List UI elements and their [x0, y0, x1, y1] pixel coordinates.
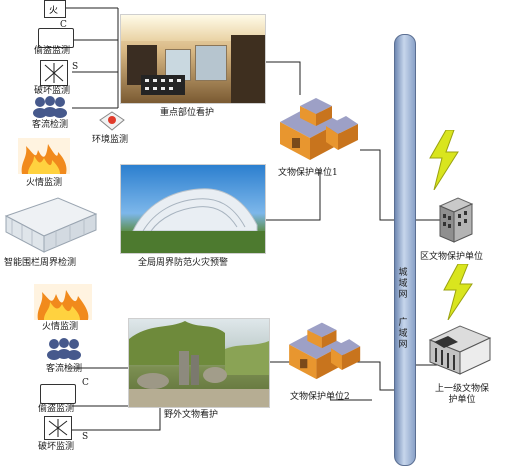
unit-2-label: 文物保护单位2 [290, 392, 350, 402]
crowd-icon [47, 338, 81, 360]
wireless-link-icon [443, 264, 473, 320]
key-area-label: 重点部位看护 [160, 108, 215, 118]
fire-monitor-label-2: 火情监测 [42, 322, 79, 332]
perimeter-label: 全局周界防范火灾预警 [138, 258, 229, 268]
damage-monitor-label-1: 破坏监测 [34, 86, 71, 96]
tag-c-2: C [82, 378, 89, 388]
upper-unit-building-icon [428, 325, 492, 375]
fence-monitor-label: 智能围栏周界检测 [4, 258, 77, 268]
theft-monitor-label-2: 偷盗监测 [38, 404, 75, 414]
key-area-photo [120, 14, 266, 104]
tag-s-1: S [72, 62, 79, 72]
wireless-link-icon [429, 130, 459, 190]
crowd-icon [33, 96, 67, 118]
tag-s-2: S [82, 432, 89, 442]
vibration-sensor-icon [44, 416, 72, 440]
damage-monitor-label-2: 破坏监测 [38, 442, 75, 452]
camera-icon [40, 384, 76, 404]
network-backbone [394, 34, 416, 466]
fire-icon [34, 284, 92, 320]
env-monitor-label: 环境监测 [92, 135, 129, 145]
district-unit-building-icon [438, 197, 474, 243]
camera-icon [38, 28, 74, 48]
metro-net-label: 城域网 [398, 268, 408, 300]
vibration-sensor-icon [40, 60, 68, 86]
outdoor-relic-label: 野外文物看护 [164, 410, 219, 420]
crowd-monitor-label-2: 客流检测 [46, 364, 83, 374]
fire-sensor-icon: 火 [44, 0, 66, 18]
fence-icon [4, 197, 98, 253]
tag-c-1: C [60, 20, 67, 30]
outdoor-relic-photo [128, 318, 270, 408]
heritage-unit-building-icon [280, 98, 358, 160]
crowd-monitor-label-1: 客流检测 [32, 120, 69, 130]
environment-sensor-icon [99, 111, 125, 131]
perimeter-photo [120, 164, 266, 254]
heritage-unit-building-icon [289, 322, 361, 380]
fire-monitor-label-1: 火情监测 [26, 178, 63, 188]
unit-1-label: 文物保护单位1 [278, 168, 338, 178]
theft-monitor-label-1: 偷盗监测 [34, 46, 71, 56]
district-unit-label: 区文物保护单位 [420, 252, 484, 262]
fire-icon [18, 138, 70, 174]
wan-net-label: 广域网 [398, 318, 408, 350]
upper-unit-label: 上一级文物保护单位 [434, 384, 489, 405]
